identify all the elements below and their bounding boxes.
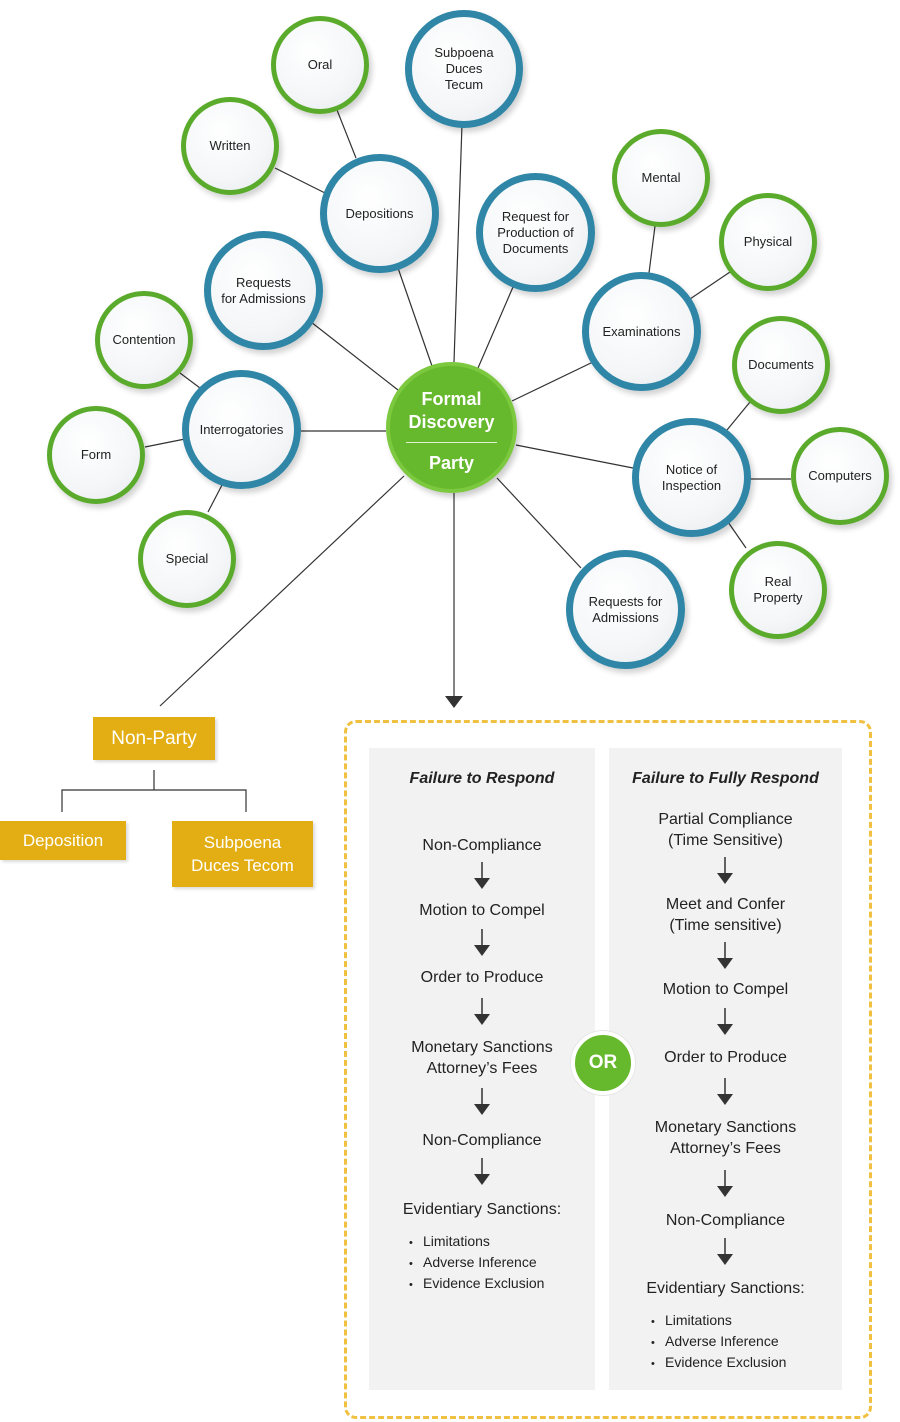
non-party-box: Non-Party <box>93 717 215 760</box>
node-physical: Physical <box>719 193 817 291</box>
step-monetary-sanctions: Monetary Sanctions Attorney’s Fees <box>411 1039 553 1077</box>
step-evidentiary-sanctions: Evidentiary Sanctions: <box>646 1280 805 1297</box>
link-special-interrogatories <box>207 484 223 513</box>
bullet-limitations: Limitations <box>651 1311 786 1332</box>
bullet-evidence-exclusion: Evidence Exclusion <box>651 1353 786 1374</box>
step-evidentiary-sanctions: Evidentiary Sanctions: <box>402 1201 562 1218</box>
link-inspection-center <box>515 444 634 469</box>
nonparty-bracket <box>61 770 247 812</box>
down-arrow-icon <box>474 929 490 956</box>
bullet-adverse-inference: Adverse Inference <box>651 1332 786 1353</box>
step-motion-to-compel: Motion to Compel <box>662 981 789 998</box>
center-title: Formal Discovery <box>408 389 495 432</box>
center-subtitle: Party <box>428 453 475 473</box>
down-arrowhead <box>445 696 463 708</box>
link-contention-interrogatories <box>179 372 201 389</box>
node-subpoena-duces-tecum: Subpoena Duces Tecum <box>405 10 523 128</box>
step-non-compliance: Non-Compliance <box>665 1212 786 1229</box>
node-requests-admissions-right: Requests for Admissions <box>566 550 685 669</box>
evidentiary-sanctions-list: Limitations Adverse Inference Evidence E… <box>409 1232 544 1295</box>
link-subpoena-center <box>453 123 463 363</box>
down-arrow-icon <box>474 1158 490 1185</box>
link-documents-inspection <box>726 401 751 431</box>
center-divider <box>406 442 497 443</box>
bullet-evidence-exclusion: Evidence Exclusion <box>409 1274 544 1295</box>
link-form-interrogatories <box>144 438 186 448</box>
step-order-to-produce: Order to Produce <box>420 969 544 986</box>
center-formal-discovery: Formal Discovery Party <box>386 362 517 493</box>
node-mental: Mental <box>612 129 710 227</box>
link-physical-examinations <box>689 271 731 300</box>
bullet-adverse-inference: Adverse Inference <box>409 1253 544 1274</box>
link-admissions-left-center <box>310 321 399 391</box>
down-arrow-icon <box>717 1170 733 1197</box>
failure-to-fully-respond-title: Failure to Fully Respond <box>632 770 819 787</box>
sanctions-panel <box>344 720 872 1419</box>
down-arrow-icon <box>717 1078 733 1105</box>
node-requests-admissions-left: Requests for Admissions <box>204 231 323 350</box>
down-arrow-icon <box>717 857 733 884</box>
step-meet-and-confer: Meet and Confer (Time sensitive) <box>665 896 786 934</box>
link-examinations-center <box>511 361 594 402</box>
node-depositions: Depositions <box>320 154 439 273</box>
link-production-center <box>477 286 514 369</box>
node-real-property: Real Property <box>729 541 827 639</box>
step-non-compliance-2: Non-Compliance <box>422 1132 542 1149</box>
step-motion-to-compel: Motion to Compel <box>419 902 545 919</box>
bullet-limitations: Limitations <box>409 1232 544 1253</box>
link-realproperty-inspection <box>727 521 747 549</box>
down-arrow-icon <box>474 862 490 889</box>
link-mental-examinations <box>648 225 656 274</box>
link-depositions-center <box>397 267 433 367</box>
deposition-box: Deposition <box>0 821 126 860</box>
failure-to-fully-respond-column: Failure to Fully Respond Partial Complia… <box>609 748 842 1390</box>
step-non-compliance: Non-Compliance <box>422 837 542 854</box>
node-written: Written <box>181 97 279 195</box>
node-request-production: Request for Production of Documents <box>476 173 595 292</box>
node-notice-of-inspection: Notice of Inspection <box>632 418 751 537</box>
node-computers: Computers <box>791 427 889 525</box>
evidentiary-sanctions-list: Limitations Adverse Inference Evidence E… <box>651 1311 786 1374</box>
failure-to-respond-title: Failure to Respond <box>409 770 555 787</box>
down-arrow-icon <box>717 942 733 969</box>
or-badge: OR <box>571 1031 635 1095</box>
link-admissions-right-center <box>496 477 582 569</box>
step-partial-compliance: Partial Compliance (Time Sensitive) <box>658 811 793 849</box>
node-documents: Documents <box>732 316 830 414</box>
down-arrow-icon <box>717 1008 733 1035</box>
node-examinations: Examinations <box>582 272 701 391</box>
down-arrow-icon <box>474 1088 490 1115</box>
step-order-to-produce: Order to Produce <box>664 1049 787 1066</box>
node-special: Special <box>138 510 236 608</box>
step-monetary-sanctions: Monetary Sanctions Attorney’s Fees <box>654 1119 797 1157</box>
link-center-nonparty <box>159 475 405 707</box>
link-oral-depositions <box>336 109 357 159</box>
node-form: Form <box>47 406 145 504</box>
node-contention: Contention <box>95 291 193 389</box>
link-written-depositions <box>274 167 326 194</box>
node-oral: Oral <box>271 16 369 114</box>
subpoena-duces-tecom-box: Subpoena Duces Tecom <box>172 821 313 887</box>
node-interrogatories: Interrogatories <box>182 370 301 489</box>
failure-to-respond-column: Failure to Respond Non-Compliance Motion… <box>369 748 595 1390</box>
down-arrow-icon <box>717 1238 733 1265</box>
down-arrow-icon <box>474 998 490 1025</box>
